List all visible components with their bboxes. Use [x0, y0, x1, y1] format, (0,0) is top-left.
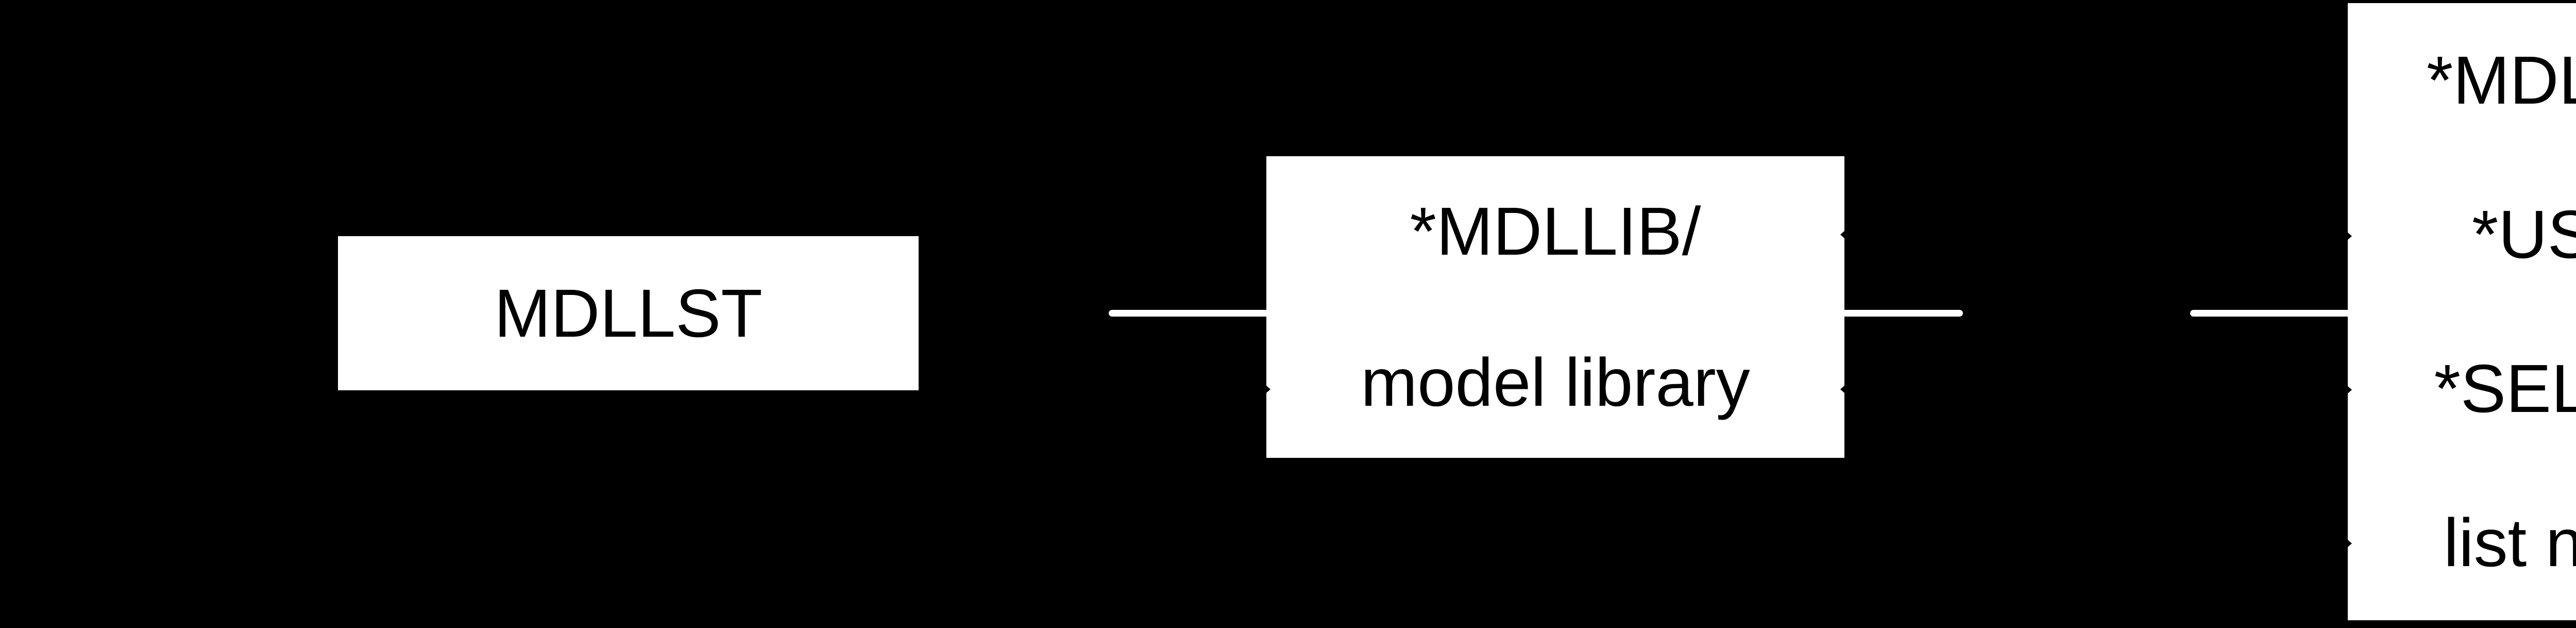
list-selection-box: *MDLPRF *USER *SELECT list name: [2348, 3, 2576, 620]
command-label: MDLLST: [494, 275, 762, 351]
arrowhead-right-icon: [2348, 540, 2352, 547]
option-row-mdlprf: *MDLPRF: [2348, 3, 2576, 157]
option-row-user: *USER: [2348, 157, 2576, 311]
arrowhead-right-icon: [2348, 233, 2352, 240]
option-label-mdllib: *MDLLIB/: [1410, 193, 1701, 270]
arrowhead-right-icon: [1266, 386, 1270, 393]
arrowhead-right-icon: [2348, 386, 2352, 393]
connector-line-3: [2190, 310, 2348, 317]
option-row-list-name: list name: [2348, 466, 2576, 620]
option-label-user: *USER: [2471, 196, 2576, 272]
option-label-mdlprf: *MDLPRF: [2426, 42, 2576, 118]
option-label-list-name: list name: [2443, 505, 2576, 581]
option-label-model-library: model library: [1361, 344, 1750, 420]
option-row-model-library: model library: [1266, 307, 1844, 458]
option-row-mdllib: *MDLLIB/: [1266, 156, 1844, 307]
connector-line-1: [1109, 310, 1266, 317]
connector-line-2: [1844, 310, 1963, 317]
command-box: MDLLST: [338, 236, 919, 390]
arrowhead-left-icon: [1840, 231, 1844, 238]
arrowhead-left-icon: [1840, 386, 1844, 393]
option-row-select: *SELECT: [2348, 312, 2576, 466]
option-label-select: *SELECT: [2434, 351, 2576, 427]
command-row: MDLLST: [338, 236, 919, 390]
model-library-box: *MDLLIB/ model library: [1266, 156, 1844, 458]
